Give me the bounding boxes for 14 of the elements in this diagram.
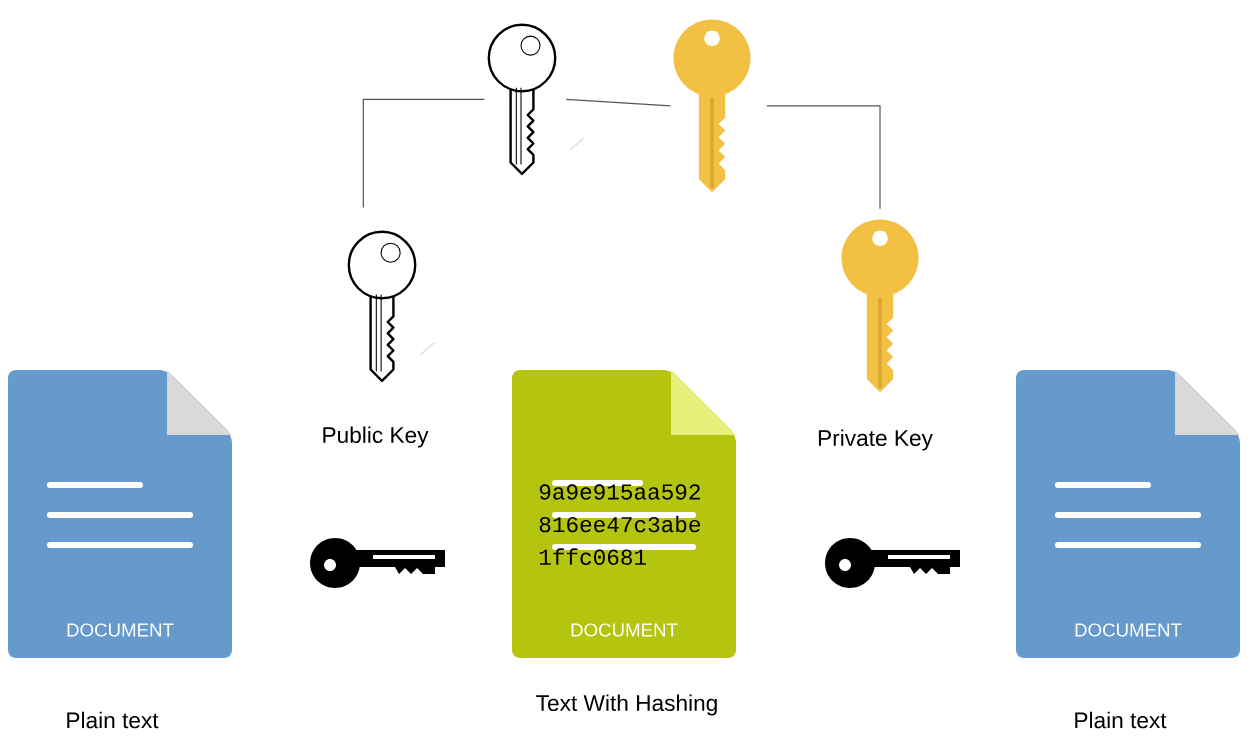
node-label: Plain text — [1075, 711, 1167, 729]
document-label: DOCUMENT — [571, 623, 678, 637]
node-label: Text With Hashing — [536, 694, 717, 716]
document-label: DOCUMENT — [1075, 623, 1182, 637]
connector-line — [565, 98, 672, 107]
key-drawing — [673, 19, 751, 193]
connector-line — [766, 105, 881, 210]
document-label: DOCUMENT — [67, 623, 174, 637]
key-drawing — [487, 23, 585, 176]
node-label: Public Key — [323, 426, 429, 448]
connector-line — [362, 98, 486, 209]
hash-text: 9a9e915aa592 816ee47c3abe 1ffc0681 — [539, 484, 700, 565]
node-label: Plain text — [67, 711, 159, 729]
node-label: Private Key — [818, 429, 933, 451]
